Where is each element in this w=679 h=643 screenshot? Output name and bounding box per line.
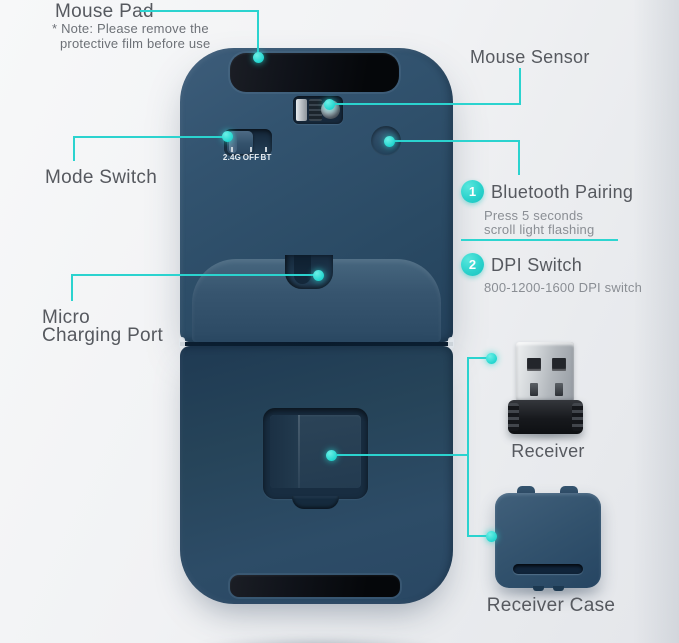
- case-foot: [553, 586, 564, 591]
- callout-dot: [313, 270, 324, 281]
- callout-line: [257, 10, 259, 54]
- switch-tick: [250, 147, 252, 152]
- case-tab: [560, 486, 578, 496]
- sensor-grid-part: [309, 99, 322, 121]
- callout-line: [519, 68, 521, 105]
- callout-line: [467, 357, 488, 359]
- case-tab: [517, 486, 535, 496]
- callout-dot: [222, 131, 233, 142]
- callout-line: [392, 140, 520, 142]
- receiver-label: Receiver: [511, 441, 585, 461]
- callout-line: [71, 274, 316, 276]
- callout-line: [467, 357, 469, 537]
- mouse-pad-label: Mouse Pad: [55, 1, 154, 22]
- fold-seam: [180, 342, 453, 346]
- callout-line: [467, 535, 488, 537]
- receiver-compartment: [263, 408, 368, 499]
- usb-pin: [555, 383, 563, 396]
- micro-charging-port-label-line2: Charging Port: [42, 325, 164, 346]
- callout-line: [333, 103, 521, 105]
- seam-gap-right: [448, 337, 454, 349]
- usb-hole: [527, 358, 541, 371]
- switch-position-2-4g: 2.4G: [222, 153, 242, 162]
- mouse-shadow: [194, 636, 444, 643]
- switch-position-off: OFF: [242, 153, 260, 162]
- compartment-latch: [292, 496, 339, 509]
- glide-pad-bottom: [230, 575, 400, 597]
- mouse-body: 2.4G OFF BT: [179, 48, 454, 643]
- compartment-recess: [270, 415, 298, 488]
- callout-line: [71, 274, 73, 301]
- usb-hole: [552, 358, 566, 371]
- mouse-pad-note-line1: * Note: Please remove the: [52, 21, 209, 36]
- sensor-metal-part: [296, 99, 307, 121]
- charging-port: [285, 255, 333, 289]
- usb-receiver-plug: [516, 342, 574, 402]
- micro-charging-port-label-line1: Micro: [42, 307, 90, 328]
- callout-line: [140, 10, 259, 12]
- step-2-badge: 2: [461, 253, 484, 276]
- switch-tick: [231, 147, 233, 152]
- optical-sensor: [293, 96, 343, 124]
- callout-line: [518, 140, 520, 175]
- mouse-sensor-label: Mouse Sensor: [470, 47, 590, 67]
- mode-switch-label: Mode Switch: [45, 167, 158, 188]
- seam-gap-left: [179, 337, 185, 349]
- switch-position-bt: BT: [260, 153, 272, 162]
- callout-dot: [486, 531, 497, 542]
- callout-line: [73, 136, 75, 161]
- usb-receiver-body: [508, 400, 583, 434]
- callout-dot: [253, 52, 264, 63]
- callout-dot: [324, 99, 335, 110]
- dpi-switch-desc: 800-1200-1600 DPI switch: [484, 280, 643, 295]
- mouse-pad-note-line2: protective film before use: [60, 36, 211, 51]
- mode-switch-grip: [229, 132, 237, 153]
- receiver-case-label: Receiver Case: [486, 595, 616, 616]
- callout-line: [73, 136, 226, 138]
- case-slot: [513, 564, 583, 574]
- callout-dot: [384, 136, 395, 147]
- step-1-badge: 1: [461, 180, 484, 203]
- dpi-switch-label: DPI Switch: [491, 255, 583, 275]
- case-foot: [533, 586, 544, 591]
- callout-dot: [326, 450, 337, 461]
- callout-dot: [486, 353, 497, 364]
- bluetooth-pairing-label: Bluetooth Pairing: [491, 182, 634, 202]
- callout-line: [337, 454, 468, 456]
- usb-pin: [530, 383, 538, 396]
- bluetooth-pairing-desc1: Press 5 seconds: [484, 208, 584, 223]
- charging-port-cavity: [294, 255, 311, 284]
- compartment-ridge: [298, 415, 300, 488]
- receiver-case: [495, 493, 601, 588]
- switch-tick: [265, 147, 267, 152]
- mode-switch-knob[interactable]: [227, 131, 253, 154]
- bluetooth-pairing-desc2: scroll light flashing: [484, 222, 595, 237]
- section-divider: [461, 239, 618, 241]
